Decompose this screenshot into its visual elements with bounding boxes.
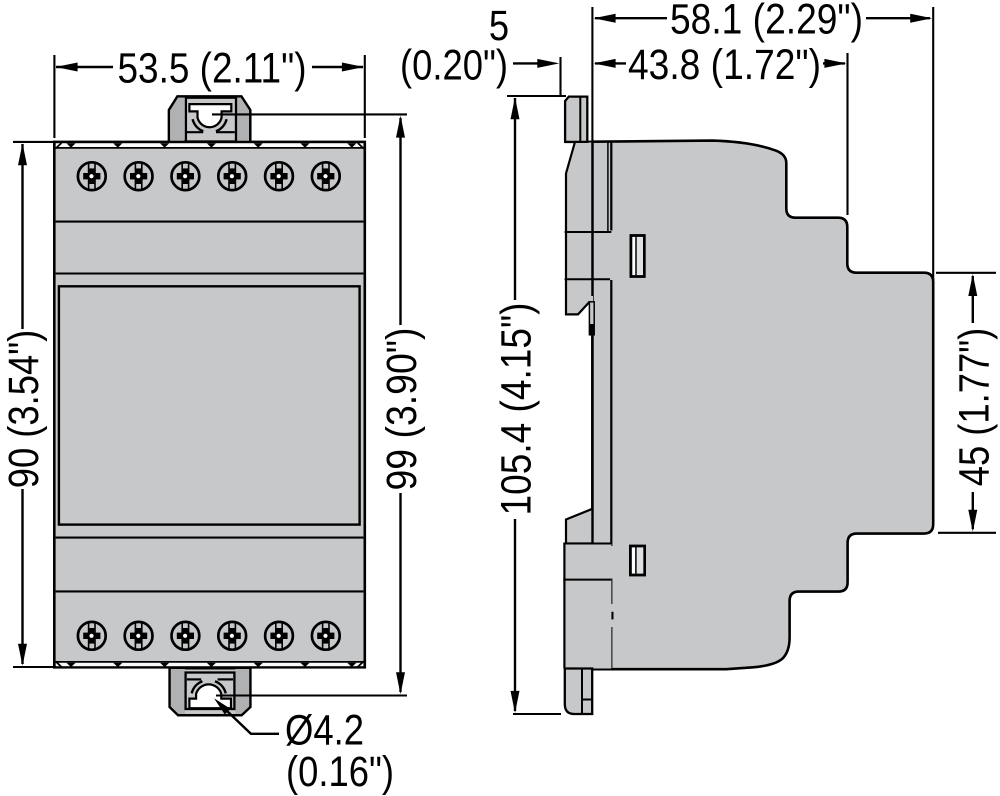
svg-text:53.5 (2.11"): 53.5 (2.11") [118, 46, 307, 93]
svg-text:Ø4.2: Ø4.2 [285, 708, 364, 755]
svg-text:43.8 (1.72"): 43.8 (1.72") [628, 42, 821, 89]
svg-text:105.4 (4.15"): 105.4 (4.15") [494, 303, 541, 516]
svg-text:99 (3.90"): 99 (3.90") [379, 328, 426, 491]
svg-text:(0.16"): (0.16") [286, 749, 394, 796]
svg-text:5: 5 [489, 3, 509, 50]
svg-text:(0.20"): (0.20") [400, 43, 508, 90]
svg-text:58.1 (2.29"): 58.1 (2.29") [670, 0, 863, 44]
svg-text:45 (1.77"): 45 (1.77") [951, 328, 998, 487]
svg-text:90 (3.54"): 90 (3.54") [1, 330, 48, 489]
